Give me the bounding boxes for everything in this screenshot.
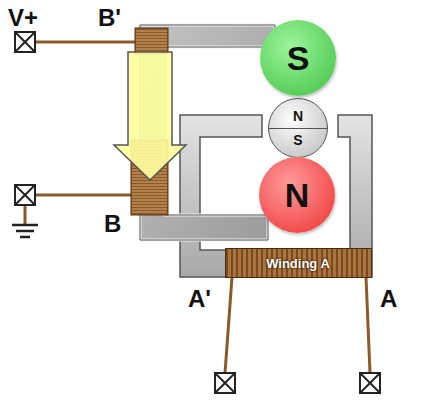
terminal	[360, 373, 380, 393]
coil-turn	[132, 200, 167, 201]
terminal-label: V+	[8, 6, 38, 30]
coil-turn	[136, 49, 167, 50]
coil-turn	[136, 34, 167, 35]
coil-turn	[132, 206, 167, 207]
coil-turn	[136, 43, 167, 44]
terminal-label: B	[104, 212, 121, 236]
coil-turn	[132, 185, 167, 186]
coil-turn	[132, 197, 167, 198]
rotor-divider	[269, 128, 327, 129]
terminal	[215, 373, 235, 393]
pole-letter: S	[287, 41, 310, 75]
coil-turn	[132, 182, 167, 183]
winding-a-coil: Winding A	[225, 248, 372, 278]
wire	[366, 277, 370, 373]
terminal-label: A'	[188, 287, 211, 311]
pole-letter: S	[269, 133, 327, 147]
coil-turn	[132, 191, 167, 192]
coil-turn	[136, 46, 167, 47]
coil-turn	[132, 188, 167, 189]
coil-turn	[132, 212, 167, 213]
coil-turn	[136, 31, 167, 32]
terminal	[15, 32, 35, 52]
wire	[225, 277, 232, 373]
terminal-label: B'	[98, 6, 121, 30]
coil-turn	[132, 203, 167, 204]
coil-turn	[136, 37, 167, 38]
coil-turn	[132, 209, 167, 210]
coil-turn	[136, 40, 167, 41]
coil-b-upper	[135, 28, 168, 54]
south-pole-circle: S	[260, 20, 336, 96]
winding-label: Winding A	[266, 257, 330, 270]
pole-letter: N	[285, 178, 310, 212]
pole-letter: N	[269, 109, 327, 123]
wire	[35, 41, 138, 44]
ground-symbol	[12, 225, 38, 237]
wire	[35, 194, 134, 197]
terminal-label: A	[380, 287, 397, 311]
terminal	[15, 185, 35, 205]
coil-turn	[132, 194, 167, 195]
north-pole-circle: N	[259, 157, 335, 233]
rotor-magnet: NS	[268, 98, 328, 158]
wire	[24, 203, 27, 225]
flux-arrow	[114, 52, 186, 180]
